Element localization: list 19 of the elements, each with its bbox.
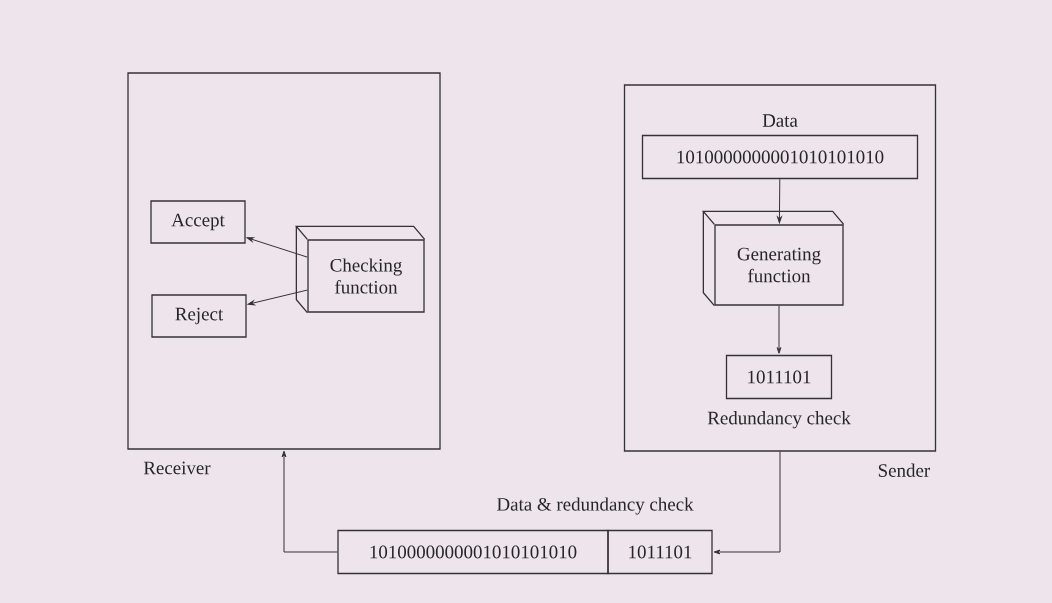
function-cube: Generating function	[701, 210, 845, 307]
arrow	[713, 451, 781, 555]
arrow	[247, 289, 308, 306]
node-label: Data	[762, 114, 798, 127]
group-label: Data & redundancy check	[497, 497, 694, 515]
arrow	[281, 450, 338, 553]
value-box: 1011101 Redundancy check	[707, 354, 851, 429]
value-box: 1010000000001010101010	[337, 529, 609, 575]
function-cube: Checking function	[294, 225, 426, 314]
arrow	[246, 237, 308, 258]
value-box: 1011101	[607, 529, 713, 575]
node-label: Redundancy check	[707, 411, 851, 429]
arrow	[776, 305, 782, 354]
value-box: 1010000000001010101010 Data	[641, 114, 919, 180]
value-box: Accept	[150, 200, 246, 244]
node-label: Sender	[878, 463, 931, 477]
arrow	[777, 178, 782, 224]
value-box: Reject	[151, 294, 247, 338]
node-label: Receiver	[143, 461, 211, 475]
